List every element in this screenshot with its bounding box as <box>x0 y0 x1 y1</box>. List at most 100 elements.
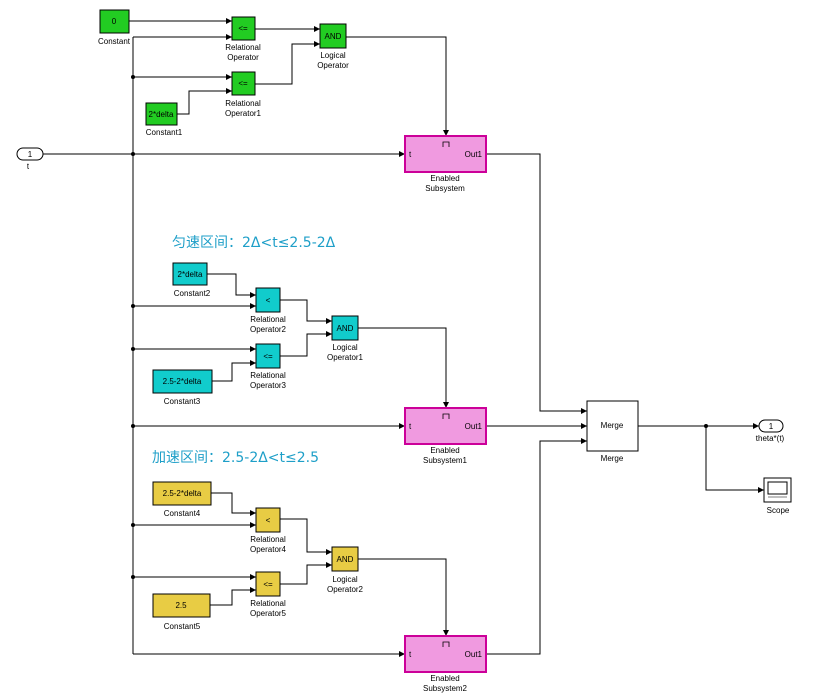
block-label: Merge <box>601 454 624 463</box>
wire-g3-logic-enable <box>358 558 449 636</box>
constant-block-5[interactable]: 2.5 Constant5 <box>152 593 211 631</box>
relational-operator-block-3[interactable]: <= Relational Operator3 <box>250 343 287 390</box>
inport-number: 1 <box>28 150 33 159</box>
block-label: Relational <box>250 371 286 380</box>
constant-label: Constant4 <box>164 509 201 518</box>
wire-g3-rel-b-logic <box>280 562 332 585</box>
wire-g2-logic-enable <box>358 327 449 408</box>
block-label: Relational <box>225 99 261 108</box>
wire-g2-rel-a-logic <box>280 299 332 324</box>
block-label: Subsystem <box>425 184 465 193</box>
constant-label: Constant2 <box>174 289 211 298</box>
block-label: Logical <box>320 51 346 60</box>
enabled-subsystem-block-2[interactable]: t Out1 Enabled Subsystem2 <box>404 635 487 693</box>
block-label: Logical <box>332 575 358 584</box>
wire-g3-rel-a-logic <box>280 518 332 555</box>
inport-label: t <box>27 162 30 171</box>
constant-value: 2*delta <box>149 110 174 119</box>
logical-operator-block-1[interactable]: AND Logical Operator1 <box>327 315 364 362</box>
constant-block-2[interactable]: 2*delta Constant2 <box>172 262 211 298</box>
wire-g2-const-b <box>212 360 256 382</box>
scope-icon <box>767 481 788 495</box>
operator-symbol: AND <box>325 32 342 41</box>
constant-value: 0 <box>112 17 117 26</box>
subsystem-output-port: Out1 <box>465 150 483 159</box>
annotation-accel-interval: 加速区间：2.5-2Δ<t≤2.5 <box>152 450 319 466</box>
logical-operator-block-0[interactable]: AND Logical Operator <box>317 23 349 70</box>
operator-symbol: <= <box>238 79 248 88</box>
subsystem-input-port: t <box>409 150 412 159</box>
block-label: Relational <box>250 599 286 608</box>
block-label: Enabled <box>430 446 459 455</box>
block-label: Enabled <box>430 174 459 183</box>
outport-label: theta*(t) <box>756 434 785 443</box>
block-label: Logical <box>332 343 358 352</box>
block-label: Operator1 <box>327 353 364 362</box>
block-label: Relational <box>250 315 286 324</box>
merge-block[interactable]: Merge Merge <box>586 400 639 463</box>
subsystem-output-port: Out1 <box>465 650 483 659</box>
subsystem-input-port: t <box>409 422 412 431</box>
block-label: Subsystem2 <box>423 684 468 693</box>
wire-g1-rel-b-logic <box>255 41 320 85</box>
enable-port-icon <box>442 141 450 147</box>
enabled-subsystem-block-0[interactable]: t Out1 Enabled Subsystem <box>404 135 487 193</box>
inport-t[interactable]: 1 t <box>16 147 44 171</box>
constant-label: Constant1 <box>146 128 183 137</box>
constant-value: 2.5-2*delta <box>163 489 202 498</box>
annotation-uniform-interval: 匀速区间：2Δ<t≤2.5-2Δ <box>172 235 336 251</box>
wire-merge-scope <box>705 426 764 493</box>
wire-g3-const-a <box>211 492 256 516</box>
operator-symbol: <= <box>238 24 248 33</box>
block-label: Enabled <box>430 674 459 683</box>
wire-g1-logic-enable <box>346 36 449 136</box>
enable-port-icon <box>442 641 450 647</box>
enable-port-icon <box>442 413 450 419</box>
wire-g2-const-a <box>207 273 256 298</box>
block-label: Relational <box>250 535 286 544</box>
wire-g1-const-b <box>177 88 232 115</box>
block-label: Operator5 <box>250 609 287 618</box>
block-label: Operator <box>227 53 259 62</box>
constant-block-1[interactable]: 2*delta Constant1 <box>145 102 183 137</box>
wire-sub3-merge <box>486 438 587 655</box>
constant-block-4[interactable]: 2.5-2*delta Constant4 <box>152 481 212 518</box>
wire-g2-rel-b-logic <box>280 331 332 357</box>
signal-lines <box>43 18 764 657</box>
block-label: Operator1 <box>225 109 262 118</box>
relational-operator-block-0[interactable]: <= Relational Operator <box>225 16 261 62</box>
enabled-subsystem-block-1[interactable]: t Out1 Enabled Subsystem1 <box>404 407 487 465</box>
wire-sub1-merge <box>486 153 587 414</box>
outport-theta[interactable]: 1 theta*(t) <box>756 419 785 443</box>
block-label: Subsystem1 <box>423 456 468 465</box>
block-label: Operator <box>317 61 349 70</box>
block-label: Operator2 <box>327 585 364 594</box>
constant-value: 2.5-2*delta <box>163 377 202 386</box>
logical-operator-block-2[interactable]: AND Logical Operator2 <box>327 546 364 594</box>
scope-block[interactable]: Scope <box>763 477 792 515</box>
constant-label: Constant3 <box>164 397 201 406</box>
constant-value: 2.5 <box>175 601 187 610</box>
block-label: Operator3 <box>250 381 287 390</box>
wire-g3-const-b <box>210 587 256 606</box>
constant-block-3[interactable]: 2.5-2*delta Constant3 <box>152 369 213 406</box>
merge-text: Merge <box>601 421 624 430</box>
relational-operator-block-1[interactable]: <= Relational Operator1 <box>225 71 262 118</box>
subsystem-output-port: Out1 <box>465 422 483 431</box>
relational-operator-block-2[interactable]: < Relational Operator2 <box>250 287 287 334</box>
relational-operator-block-5[interactable]: <= Relational Operator5 <box>250 571 287 618</box>
constant-label: Constant <box>98 37 131 46</box>
subsystem-input-port: t <box>409 650 412 659</box>
operator-symbol: < <box>266 516 271 525</box>
outport-number: 1 <box>769 422 774 431</box>
operator-symbol: < <box>266 296 271 305</box>
operator-symbol: <= <box>263 580 273 589</box>
operator-symbol: AND <box>337 324 354 333</box>
block-label: Relational <box>225 43 261 52</box>
operator-symbol: <= <box>263 352 273 361</box>
relational-operator-block-4[interactable]: < Relational Operator4 <box>250 507 287 554</box>
constant-block-0[interactable]: 0 Constant <box>98 9 131 46</box>
constant-value: 2*delta <box>178 270 203 279</box>
